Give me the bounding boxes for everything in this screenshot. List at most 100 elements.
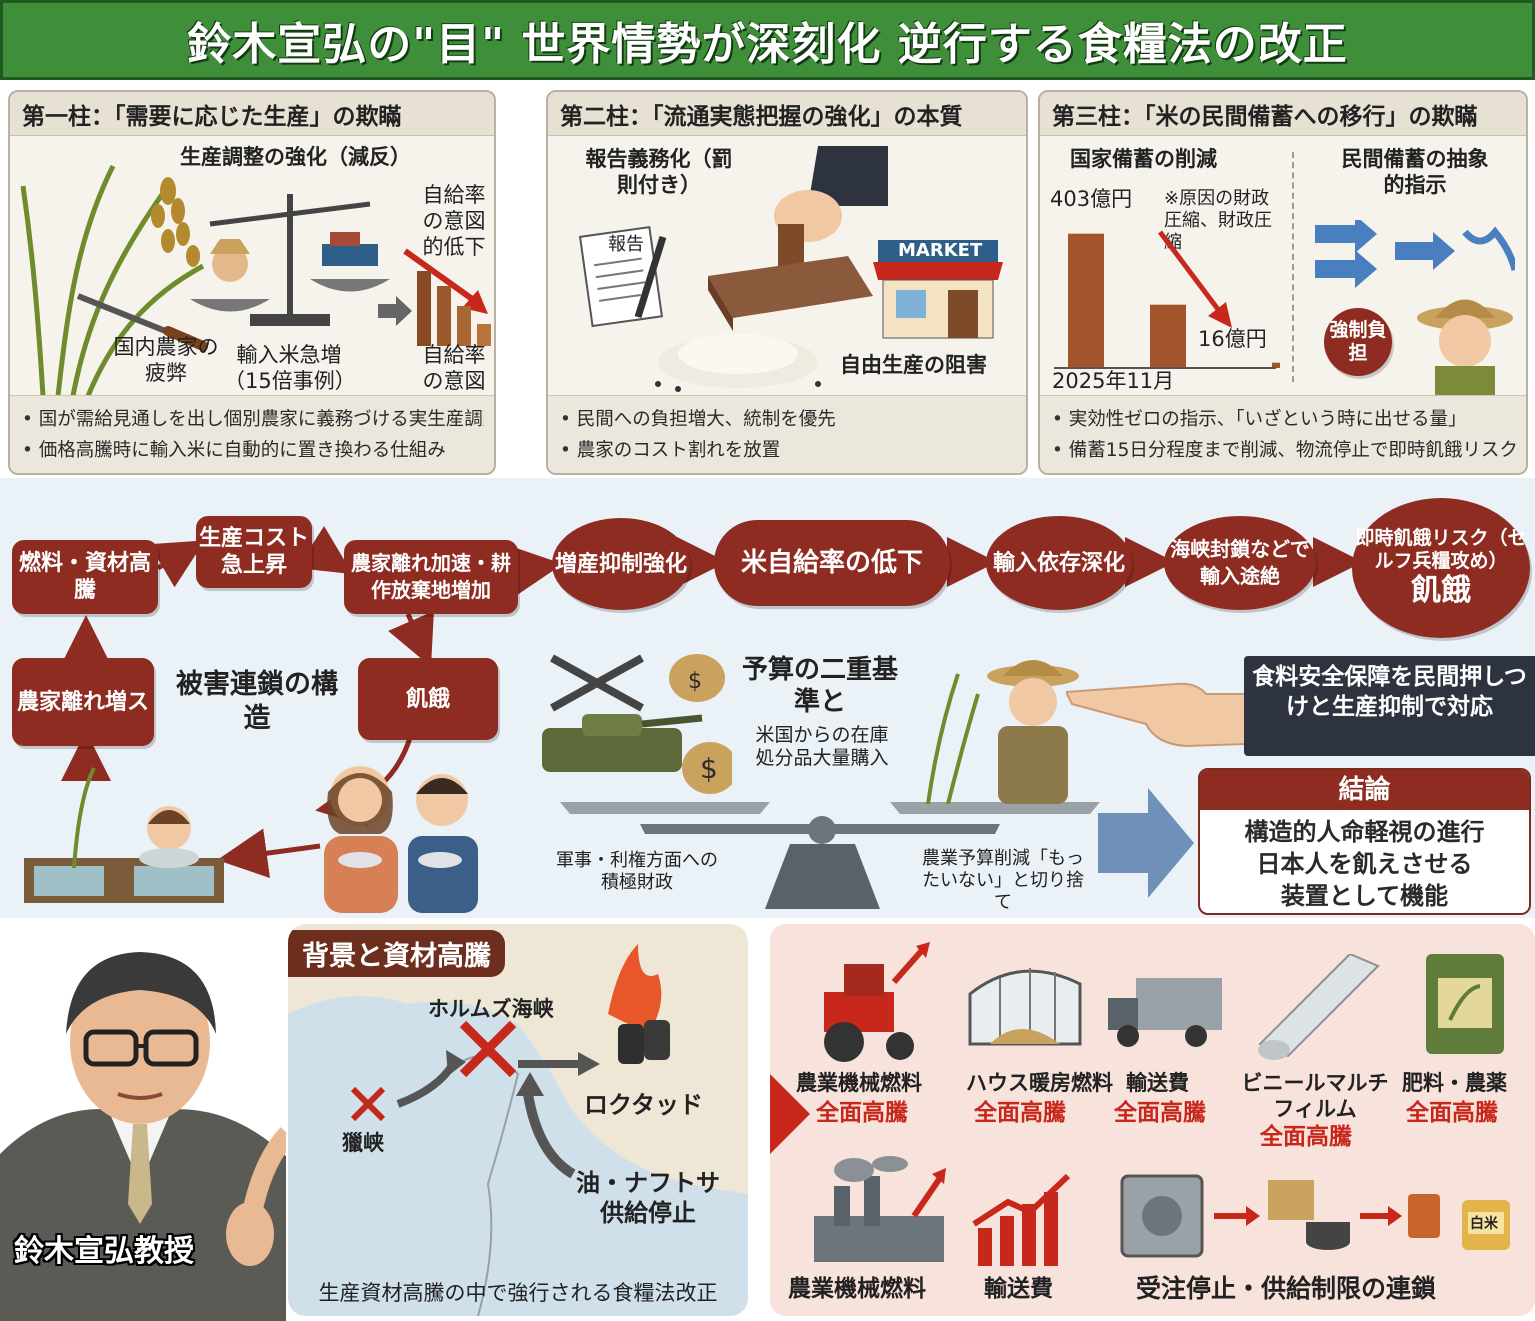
budget-double-standard: 予算の二重基準と <box>741 655 898 717</box>
bottom-transport-label: 輸送費 <box>984 1276 1053 1302</box>
doc-label: 報告 <box>608 234 644 255</box>
divider <box>1292 152 1294 382</box>
chain-structure-label: 被害連鎖の構造 <box>176 669 338 734</box>
page-title: 鈴木宣弘の"目" 世界情勢が深刻化 逆行する食糧法の改正 <box>187 19 1348 70</box>
reserve-bar-chart <box>1054 230 1280 369</box>
background-chip: 背景と資材高騰 <box>288 930 505 977</box>
node-strait-blockade: 海峡封鎖などで輸入途絶 <box>1164 516 1316 610</box>
pillar-2-bullets: 民間への負担増大、統制を優先 農家のコスト割れを放置 <box>548 395 1026 473</box>
big-red-arrow-icon <box>770 1074 810 1154</box>
oil-supply-label: 油・ナフトサ供給停止 <box>576 1169 720 1227</box>
title-banner: 鈴木宣弘の"目" 世界情勢が深刻化 逆行する食糧法の改正 <box>0 0 1535 80</box>
conclusion-line: 日本人を飢えさせる <box>1256 850 1473 878</box>
agri-budget-cut-label: 農業予算削減「もったいない」と切り捨て <box>922 848 1084 913</box>
big-arrow-icon <box>1098 788 1194 898</box>
professor-portrait <box>0 924 286 1321</box>
hungry-family-icon <box>324 766 478 913</box>
cost-item-name: ハウス暖房燃料 <box>966 1071 1113 1095</box>
conclusion-line: 構造的人命軽視の進行 <box>1244 818 1485 846</box>
svg-text:$: $ <box>688 669 702 694</box>
cost-item-status: 全面高騰 <box>816 1100 908 1126</box>
factory-icon <box>814 1156 946 1262</box>
pillar-2-illustration: 報告義務化（罰則付き） 報告 <box>548 136 1026 398</box>
date-label: 2025年11月 <box>1052 369 1175 393</box>
cost-item-status: 全面高騰 <box>1406 1100 1498 1126</box>
fertilizer-bag-icon <box>1426 954 1504 1054</box>
balance-scale-icon <box>190 194 390 326</box>
tractor-icon <box>824 942 930 1062</box>
truck-icon <box>1108 978 1222 1047</box>
bar-decline-icon <box>417 271 491 346</box>
pillar-1-bullet: 国が需給見通しを出し個別農家に義務づける実生産調整徹底 <box>22 404 484 435</box>
forced-burden-badge: 強制負担 <box>1324 308 1392 376</box>
market-icon <box>873 240 1003 339</box>
rice-can-icon <box>1462 1200 1510 1250</box>
stamp-hand-icon <box>708 146 888 331</box>
conclusion-line: 装置として機能 <box>1280 882 1449 910</box>
amount-end-label: 16億円 <box>1198 327 1267 351</box>
node-selfrate-drop: 米自給率の低下 <box>714 520 950 606</box>
cause-note: ※原因の財政圧縮、財政圧縮 <box>1164 188 1272 253</box>
market-sign: MARKET <box>898 240 983 261</box>
rice-pile-icon <box>655 334 821 392</box>
pillar-3-bullet: 実効性ゼロの指示、「いざという時に出せる量」 <box>1052 404 1516 435</box>
professor-illustration <box>0 924 286 1321</box>
rice-child-icon <box>24 767 224 903</box>
node-fuel-surge: 燃料・資材高騰 <box>12 540 158 614</box>
us-surplus-label: 米国からの在庫処分品大量購入 <box>755 724 889 769</box>
background-panel: 背景と資材高騰 ホルムズ海峡 ロクタッド 獵峡 油・ナフトサ供給停止 生産資材高… <box>288 924 748 1316</box>
cost-item-name: 輸送費 <box>1126 1071 1189 1095</box>
reserve-bar <box>1272 362 1280 368</box>
reserve-bar <box>1068 233 1104 368</box>
hormuz-label: ホルムズ海峡 <box>428 997 554 1021</box>
cost-item-name: ビニールマルチフィルム <box>1241 1071 1389 1121</box>
amount-start-label: 403億円 <box>1050 187 1133 211</box>
cost-item-status: 全面高騰 <box>1260 1124 1352 1150</box>
pillar-1-illustration: 生産調整の強化（減反） 自給率の意図的低下 <box>10 136 494 419</box>
pillar-3-illustration: 国家備蓄の削減 民間備蓄の抽象的指示 403億円 ※原因の財政圧縮、財政圧縮 1… <box>1040 136 1526 398</box>
cost-item-status: 全面高騰 <box>974 1100 1066 1126</box>
military-spending-label: 軍事・利権方面への積極財政 <box>556 850 718 893</box>
supply-chain-icon <box>1120 1174 1440 1258</box>
node-starvation-risk: 即時飢餓リスク（セルフ兵糧攻め） 飢餓 <box>1352 498 1530 638</box>
strait-label: 獵峡 <box>342 1131 384 1155</box>
conclusion-box: 結論 構造的人命軽視の進行 日本人を飢えさせる 装置として機能 <box>1198 768 1531 915</box>
pillar-3-panel: 第三柱：「米の民間備蓄への移行」の欺瞞 国家備蓄の削減 民間備蓄の抽象的指示 4… <box>1038 90 1528 475</box>
obstruction-label: 自由生産の阻害 <box>840 353 987 377</box>
pillar-2-heading: 第二柱：「流通実態把握の強化」の本質 <box>548 92 1026 136</box>
lockdown-label: ロクタッド <box>584 1091 704 1119</box>
military-money-icon: $ $ <box>542 654 732 794</box>
pillar-1-bullets: 国が需給見通しを出し個別農家に義務づける実生産調整徹底 価格高騰時に輸入米に自動… <box>10 395 494 473</box>
farmers-label: 国内農家の疲弊 <box>113 335 219 385</box>
conclusion-heading: 結論 <box>1200 770 1529 810</box>
arrow-right-icon <box>378 296 412 326</box>
cost-item-status: 全面高騰 <box>1114 1100 1206 1126</box>
pillar-2-bullet: 農家のコスト割れを放置 <box>560 435 1016 466</box>
greenhouse-icon <box>968 968 1082 1046</box>
node-suppress: 増産抑制強化 <box>552 518 690 610</box>
imports-label: 輸入米急増（15倍事例） <box>224 343 356 393</box>
pillar-2-panel: 第二柱：「流通実態把握の強化」の本質 報告義務化（罰則付き） 報告 <box>546 90 1028 475</box>
worried-farmer-icon <box>1417 299 1513 396</box>
can-label: 白米 <box>1470 1216 1498 1232</box>
professor-name: 鈴木宣弘教授 <box>14 1234 194 1269</box>
risk-label: 即時飢餓リスク（セルフ兵糧攻め） <box>1355 527 1527 572</box>
rising-chart-icon <box>972 1173 1071 1266</box>
supply-chain-label: 受注停止・供給制限の連鎖 <box>1136 1274 1437 1303</box>
pillar-3-bullets: 実効性ゼロの指示、「いざという時に出せる量」 備蓄15日分程度まで削減、物流停止… <box>1040 395 1526 473</box>
selfrate-top-label: 自給率の意図的低下 <box>422 183 486 259</box>
node-farm-exodus: 農家離れ加速・耕作放棄地増加 <box>344 540 518 614</box>
farmer-rice-icon <box>926 660 1079 804</box>
cost-item-name: 農業機械燃料 <box>796 1071 922 1095</box>
decline-arrow <box>1158 230 1222 314</box>
pillar-2-bullet: 民間への負担増大、統制を優先 <box>560 404 1016 435</box>
hormuz-map <box>288 944 748 1316</box>
pillar-1-panel: 第一柱：「需要に応じた生産」の欺瞞 生産調整の強化（減反） <box>8 90 496 475</box>
policy-response-box: 食料安全保障を民間押しつけと生産抑制で対応 <box>1244 656 1535 756</box>
adjust-label: 生産調整の強化（減反） <box>180 145 411 169</box>
node-import-dependency: 輸入依存深化 <box>986 516 1132 610</box>
pillar-3-heading: 第三柱：「米の民間備蓄への移行」の欺瞞 <box>1040 92 1526 136</box>
film-roll-icon <box>1258 954 1380 1060</box>
document-icon <box>578 226 667 328</box>
reserve-cut-label: 国家備蓄の削減 <box>1070 147 1217 171</box>
